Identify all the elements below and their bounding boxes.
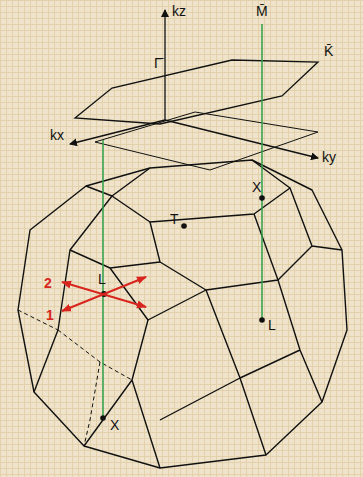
point-label: L (98, 272, 106, 286)
points (100, 195, 265, 421)
projection-lines (103, 24, 262, 418)
point-label: Γ̄ (154, 56, 162, 70)
point-label: K̄ (324, 44, 333, 58)
callout-number: 1 (46, 308, 54, 322)
point-label: M̄ (256, 4, 268, 18)
axis-label: ky (322, 150, 336, 164)
axis-label: kx (50, 128, 64, 142)
callout-number: 2 (44, 276, 52, 290)
point-label: L (268, 318, 276, 332)
point-label: T (170, 212, 179, 226)
hidden-edges (18, 310, 132, 446)
axis-label: kz (172, 4, 186, 18)
point-label: X (252, 180, 261, 194)
bulk-zone (18, 160, 347, 468)
axes (70, 10, 318, 158)
surface-zone (75, 60, 318, 170)
point-label: X (110, 418, 119, 432)
